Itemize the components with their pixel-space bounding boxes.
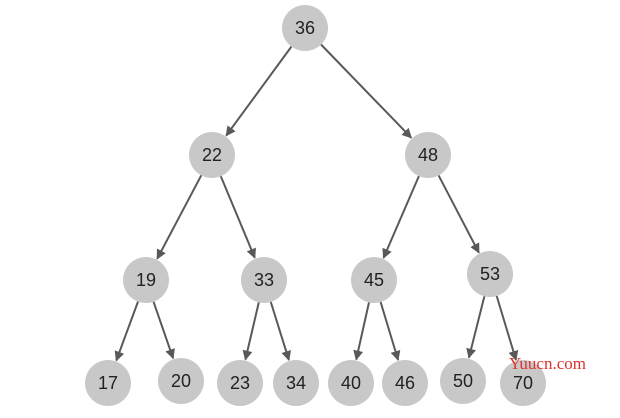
node-circle [158, 358, 204, 404]
node-label: 50 [453, 371, 473, 391]
edge-arrow-n19-n20 [152, 301, 175, 360]
node-label: 48 [418, 145, 438, 165]
node-label: 40 [341, 373, 361, 393]
nodes-layer: 36 22 48 19 33 45 53 17 20 23 34 40 46 50 70 [85, 5, 546, 406]
node-circle [217, 360, 263, 406]
node-label: 53 [480, 264, 500, 284]
node-circle [405, 132, 451, 178]
node-circle [273, 360, 319, 406]
tree-node-n22: 22 [189, 132, 235, 178]
edge-arrow-n33-n23 [242, 302, 260, 361]
tree-node-n45: 45 [351, 257, 397, 303]
edge-arrow-n53-n70 [495, 295, 519, 361]
node-circle [382, 360, 428, 406]
node-circle [351, 257, 397, 303]
node-label: 36 [295, 18, 315, 38]
node-label: 23 [230, 373, 250, 393]
node-circle [467, 251, 513, 297]
tree-node-n33: 33 [241, 257, 287, 303]
tree-node-n36: 36 [282, 5, 328, 51]
edge-arrow-n36-n48 [320, 43, 413, 139]
tree-node-n34: 34 [273, 360, 319, 406]
node-circle [85, 360, 131, 406]
node-label: 17 [98, 373, 118, 393]
node-label: 70 [513, 373, 533, 393]
edge-arrow-n19-n17 [114, 301, 139, 362]
node-circle [241, 257, 287, 303]
edge-arrow-n36-n22 [225, 46, 293, 137]
node-circle [282, 5, 328, 51]
node-label: 22 [202, 145, 222, 165]
edge-arrow-n45-n46 [379, 301, 401, 361]
node-label: 33 [254, 270, 274, 290]
tree-node-n48: 48 [405, 132, 451, 178]
node-label: 46 [395, 373, 415, 393]
edge-arrow-n53-n50 [466, 296, 486, 359]
node-label: 45 [364, 270, 384, 290]
tree-node-n17: 17 [85, 360, 131, 406]
edge-arrow-n45-n40 [353, 302, 370, 361]
watermark-text: Yuucn.com [509, 354, 586, 373]
tree-node-n19: 19 [123, 257, 169, 303]
edge-arrow-n22-n33 [219, 175, 256, 259]
node-circle [500, 360, 546, 406]
tree-node-n23: 23 [217, 360, 263, 406]
node-circle [189, 132, 235, 178]
node-label: 19 [136, 270, 156, 290]
edge-arrow-n22-n19 [156, 174, 203, 260]
tree-node-n20: 20 [158, 358, 204, 404]
node-circle [328, 360, 374, 406]
tree-node-n53: 53 [467, 251, 513, 297]
edge-arrow-n48-n53 [437, 174, 480, 254]
node-label: 34 [286, 373, 306, 393]
edge-arrow-n48-n45 [382, 175, 420, 259]
node-circle [440, 358, 486, 404]
tree-node-n70: 70 [500, 360, 546, 406]
node-circle [123, 257, 169, 303]
tree-node-n40: 40 [328, 360, 374, 406]
node-label: 20 [171, 371, 191, 391]
tree-node-n50: 50 [440, 358, 486, 404]
edges-layer [114, 43, 519, 362]
tree-node-n46: 46 [382, 360, 428, 406]
edge-arrow-n33-n34 [269, 301, 291, 362]
